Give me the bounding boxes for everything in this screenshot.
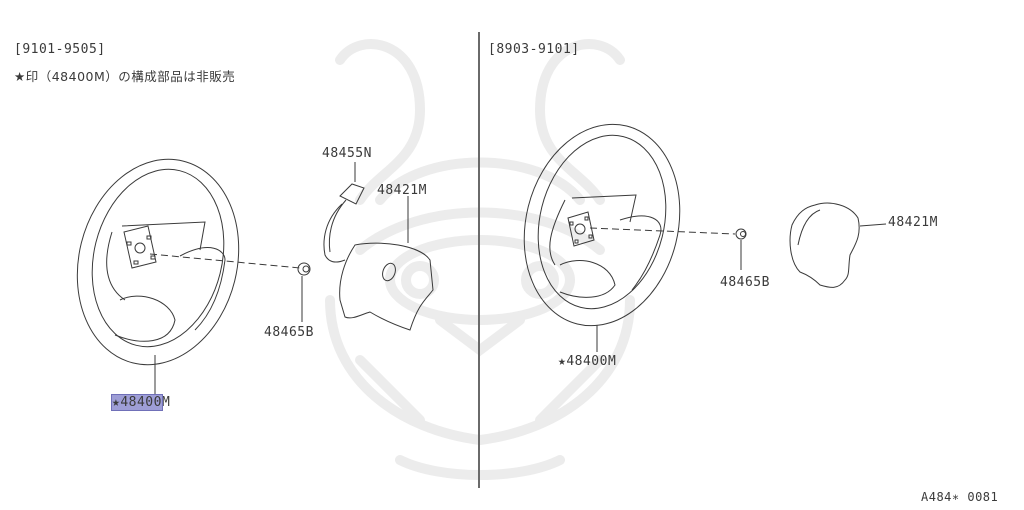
- connector-48455N: [323, 162, 365, 263]
- highlighted-part-number: ★48400: [111, 394, 163, 411]
- nut-48465B-left: [297, 262, 311, 276]
- part-suffix: M: [161, 395, 171, 410]
- horn-pad-48421M-right: [789, 202, 887, 288]
- part-label-48421M-left[interactable]: 48421M: [377, 183, 427, 198]
- steering-wheel-left: [76, 158, 240, 366]
- part-label-48400M-left[interactable]: ★48400M: [111, 394, 171, 411]
- part-label-48465B-left[interactable]: 48465B: [264, 325, 314, 340]
- airbag-pad-48421M-left: [339, 196, 434, 331]
- right-date-range: [8903-9101]: [488, 42, 580, 57]
- part-label-48465B-right[interactable]: 48465B: [720, 275, 770, 290]
- part-label-48455N[interactable]: 48455N: [322, 146, 372, 161]
- left-date-range: [9101-9505]: [14, 42, 106, 57]
- panel-divider: [478, 32, 480, 488]
- left-note-not-sold: ★印（48400M）の構成部品は非販売: [14, 69, 236, 84]
- nut-48465B-right: [735, 228, 747, 240]
- part-label-48421M-right[interactable]: 48421M: [888, 215, 938, 230]
- figure-code: A484∗ 0081: [921, 490, 999, 504]
- steering-wheel-right: [523, 123, 681, 327]
- part-label-48400M-right[interactable]: ★48400M: [558, 354, 617, 369]
